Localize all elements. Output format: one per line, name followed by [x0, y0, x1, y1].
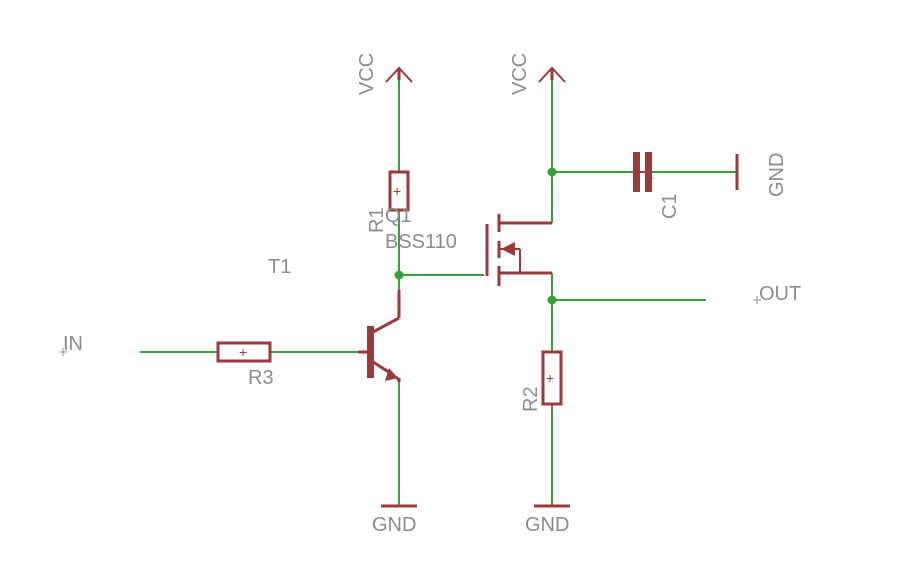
- vcc-label-left: VCC: [356, 53, 378, 95]
- output-port: OUT: [753, 283, 801, 305]
- resistor-r2-label: R2: [520, 386, 542, 412]
- mosfet-q1-label: Q1: [385, 205, 412, 227]
- gnd-label-r2: GND: [525, 514, 569, 536]
- input-port: IN: [59, 333, 83, 356]
- junctions: [394, 167, 557, 305]
- junction-gate-node: [394, 270, 404, 280]
- resistor-r3-label: R3: [248, 367, 274, 389]
- vcc-symbol-right: VCC: [509, 53, 566, 95]
- npn-transistor-t1: [358, 290, 401, 382]
- resistor-r1: + R1: [366, 170, 410, 233]
- resistor-r2-plus-icon: +: [546, 370, 554, 386]
- gnd-label-t1: GND: [372, 514, 416, 536]
- vcc-label-right: VCC: [509, 53, 531, 95]
- resistor-r1-plus-icon: +: [393, 183, 401, 199]
- gnd-label-c1: GND: [766, 153, 788, 197]
- vcc-symbol-left: VCC: [356, 53, 413, 95]
- gnd-symbol-c1: GND: [735, 153, 788, 197]
- wires: [140, 80, 736, 505]
- output-label: OUT: [759, 283, 801, 305]
- capacitor-c1-label: C1: [659, 193, 681, 219]
- capacitor-c1-plus-icon: +: [647, 171, 654, 185]
- capacitor-c1: + C1: [633, 152, 681, 219]
- mosfet-arrow-icon: [501, 242, 515, 256]
- transistor-t1-label: T1: [268, 256, 291, 278]
- junction-drain-node: [547, 167, 557, 177]
- mosfet-q1: [485, 214, 552, 286]
- resistor-r2: + R2: [520, 350, 563, 412]
- resistor-r3-plus-icon: +: [239, 344, 247, 360]
- resistor-r3: + R3: [216, 341, 274, 389]
- mosfet-q1-value: BSS110: [385, 231, 457, 253]
- gnd-symbol-r2: GND: [525, 504, 570, 536]
- gnd-symbol-t1: GND: [372, 504, 417, 536]
- npn-emitter-arrow-icon: [385, 368, 398, 381]
- input-label: IN: [63, 333, 83, 355]
- junction-out-node: [547, 295, 557, 305]
- resistor-r1-label: R1: [366, 207, 388, 233]
